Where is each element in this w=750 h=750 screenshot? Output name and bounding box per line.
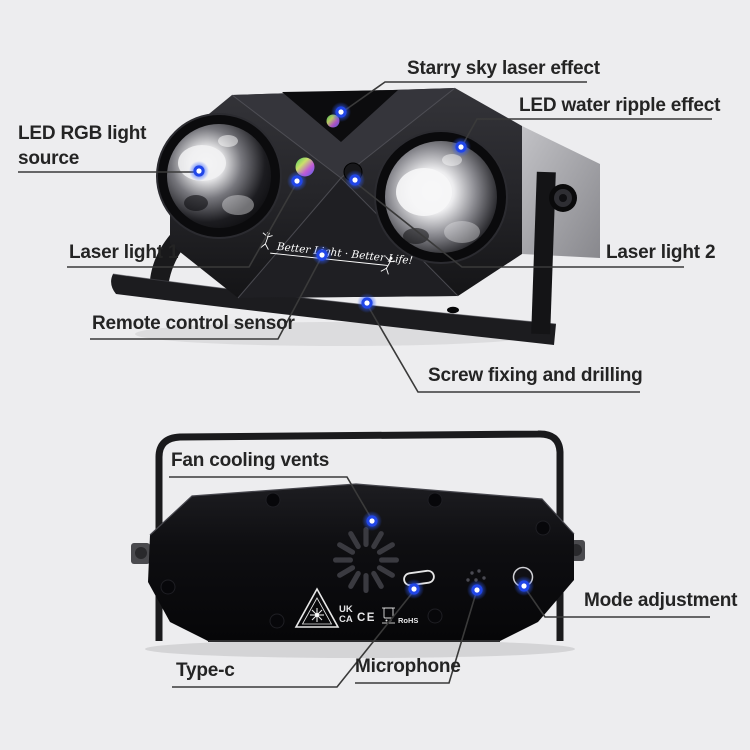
label-type-c: Type-c <box>176 660 235 681</box>
leader-mode <box>524 587 710 618</box>
label-laser-light-1: Laser light 1 <box>69 242 179 263</box>
ukca-mark-ca: CA <box>339 614 353 625</box>
marker-type-c <box>404 579 424 599</box>
marker-water-ripple <box>451 137 471 157</box>
label-microphone: Microphone <box>355 656 461 677</box>
leader-microphone <box>355 592 477 684</box>
laser-warning-icon <box>294 587 340 628</box>
marker-starry-sky <box>331 102 351 122</box>
label-mode-adjustment: Mode adjustment <box>584 590 738 611</box>
leader-remote-sensor <box>90 257 322 340</box>
label-fan-cooling-vents: Fan cooling vents <box>171 450 330 471</box>
panel-screws <box>160 492 551 629</box>
led-rgb-dome-lens <box>156 113 282 239</box>
leader-screw-fixing <box>367 305 640 393</box>
label-remote-control-sensor: Remote control sensor <box>92 313 295 334</box>
marker-laser-1 <box>287 171 307 191</box>
shadow <box>145 640 575 658</box>
label-led-water-ripple-effect: LED water ripple effect <box>519 95 721 116</box>
side-knob-left <box>131 543 150 564</box>
marker-led-rgb <box>189 161 209 181</box>
marker-microphone <box>467 580 487 600</box>
ukca-mark-uk: UK <box>339 604 353 615</box>
leader-water-ripple <box>461 118 712 147</box>
ce-mark: CE <box>357 612 376 624</box>
marker-remote-sensor <box>312 245 332 265</box>
label-screw-fixing-and-drilling: Screw fixing and drilling <box>428 365 643 386</box>
leader-starry-sky <box>340 81 587 114</box>
bracket-hole <box>447 306 459 314</box>
marker-fan-vents <box>362 511 382 531</box>
leader-lines <box>18 81 712 688</box>
side-knob <box>549 184 577 212</box>
water-ripple-dome-lens <box>374 130 508 264</box>
leader-fan-vents <box>169 476 372 519</box>
mounting-bracket <box>111 171 557 345</box>
marker-laser-2 <box>345 170 365 190</box>
leader-laser-2 <box>355 182 684 268</box>
laser-light-back-view: UK CA CE RoHS <box>131 430 585 658</box>
microphone-holes <box>466 569 486 582</box>
marker-mode <box>514 576 534 596</box>
certification-marks: UK CA CE RoHS <box>339 604 418 625</box>
bracket-arm <box>531 171 556 335</box>
label-led-rgb-light-source: LED RGB light source <box>18 123 147 169</box>
leader-type-c <box>172 591 414 688</box>
leader-laser-1 <box>67 183 297 268</box>
label-starry-sky-laser-effect: Starry sky laser effect <box>407 58 600 79</box>
back-panel <box>148 484 574 641</box>
label-laser-light-2: Laser light 2 <box>606 242 716 263</box>
marker-screw-fixing <box>357 293 377 313</box>
laser-light-front-view: Better Light · Better Life! <box>111 87 600 346</box>
hanging-bracket <box>155 430 564 641</box>
panel-bevel <box>149 483 575 536</box>
rohs-mark: RoHS <box>398 616 418 625</box>
